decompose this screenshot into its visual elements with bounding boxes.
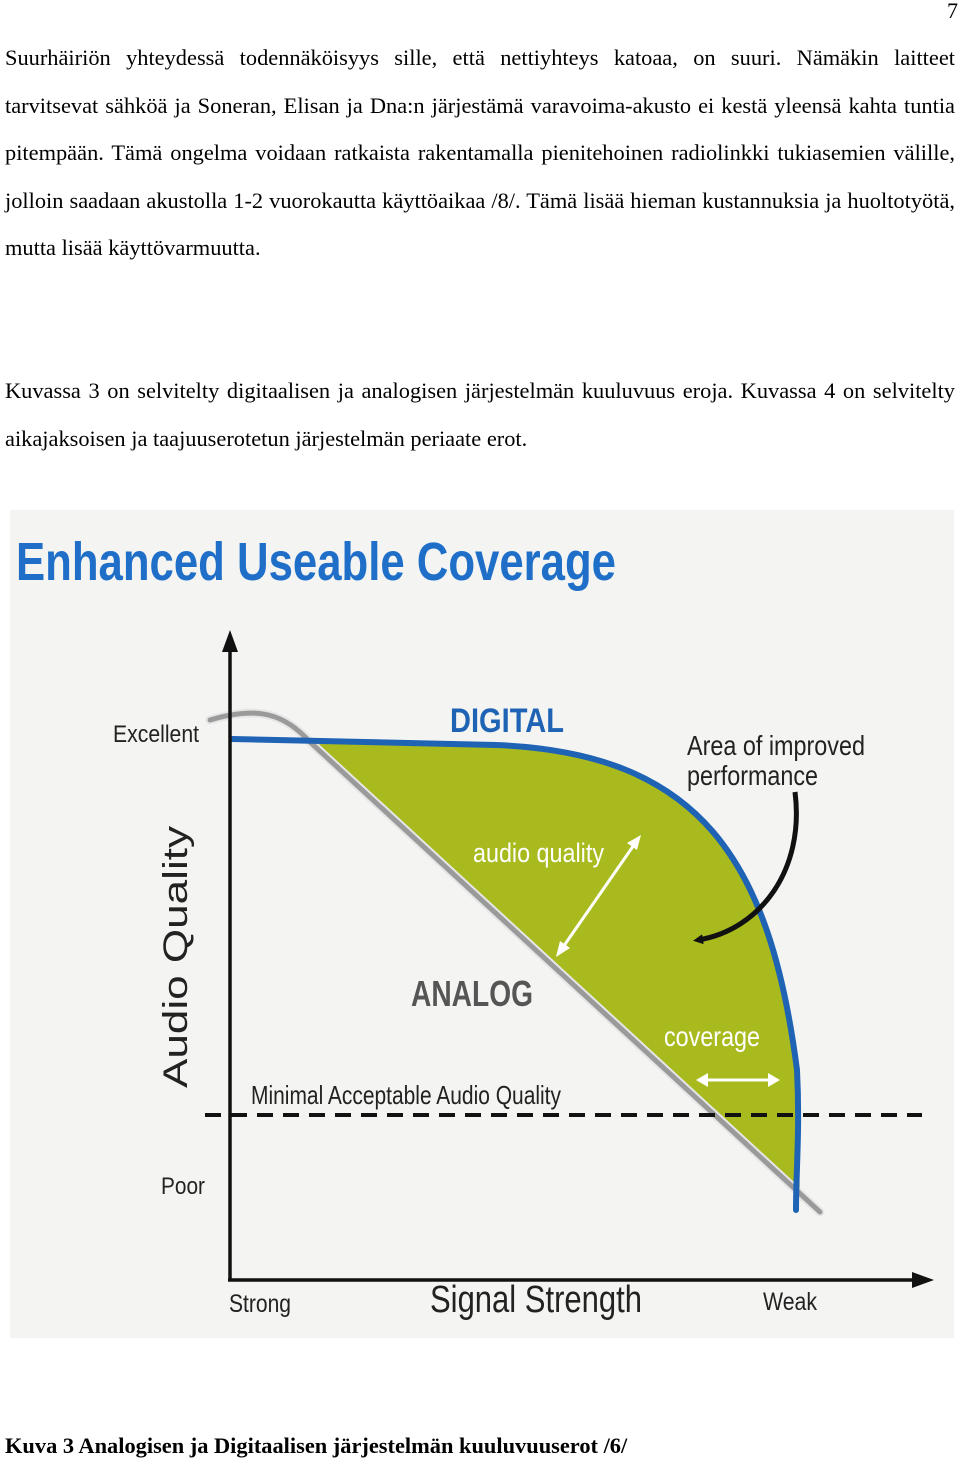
coverage-diagram: Enhanced Useable Coverage Audio Quality … — [16, 532, 934, 1321]
analog-label: ANALOG — [411, 973, 533, 1014]
y-axis-label: Audio Quality — [157, 826, 195, 1088]
figure-title: Enhanced Useable Coverage — [16, 532, 616, 592]
coverage-arrowhead-right — [768, 1073, 780, 1087]
threshold-label: Minimal Acceptable Audio Quality — [251, 1080, 561, 1110]
coverage-arrow-label: coverage — [664, 1021, 760, 1052]
x-axis-label: Signal Strength — [430, 1279, 642, 1321]
coverage-arrowhead-left — [696, 1073, 708, 1087]
improved-area-label-line2: performance — [687, 760, 818, 791]
x-axis-arrowhead — [912, 1272, 934, 1288]
improved-area-label-line1: Area of improved — [687, 730, 865, 761]
body-paragraph-1: Suurhäiriön yhteydessä todennäköisyys si… — [5, 45, 955, 261]
audio-quality-arrow-label: audio quality — [473, 838, 604, 868]
audio-quality-double-arrow — [559, 841, 638, 951]
audio-quality-arrowhead-bottom — [556, 941, 570, 957]
page-number: 7 — [947, 0, 958, 23]
body-paragraph-2: Kuvassa 3 on selvitelty digitaalisen ja … — [5, 378, 955, 451]
improved-area-pointer-arrow — [693, 791, 799, 945]
coverage-figure: Enhanced Useable Coverage Audio Quality … — [10, 510, 954, 1338]
y-bottom-label: Poor — [161, 1173, 205, 1200]
x-right-label: Weak — [763, 1288, 817, 1316]
digital-label: DIGITAL — [450, 702, 564, 740]
audio-quality-arrowhead-top — [627, 835, 641, 850]
figure-caption: Kuva 3 Analogisen ja Digitaalisen järjes… — [5, 1433, 628, 1458]
y-axis-arrowhead — [222, 630, 238, 652]
digital-curve — [229, 736, 802, 1213]
x-left-label: Strong — [229, 1290, 291, 1318]
y-top-label: Excellent — [113, 721, 199, 748]
